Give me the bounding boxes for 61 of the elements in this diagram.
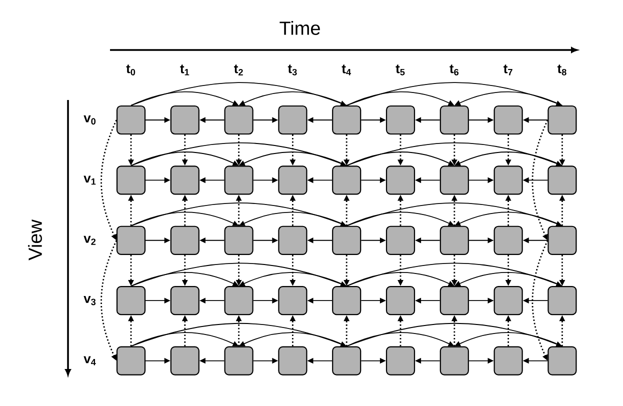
frame-box [278, 226, 308, 255]
frame-box [278, 166, 308, 195]
frame-box [278, 105, 308, 135]
time-label: t$_{7}$ [504, 64, 512, 76]
frame-box [440, 105, 469, 135]
frame-box [332, 226, 362, 255]
frame-box [170, 346, 200, 376]
frame-box [440, 226, 469, 255]
time-label: t$_{2}$ [234, 64, 243, 76]
frame-box [548, 286, 577, 316]
frame-box [332, 166, 362, 195]
frame-box [548, 166, 577, 195]
frame-box [278, 346, 308, 376]
frame-box [332, 346, 362, 376]
frame-box [224, 286, 254, 316]
frame-box [548, 226, 577, 255]
time-label: t$_{4}$ [342, 64, 351, 76]
frame-box [332, 286, 362, 316]
frame-box [224, 226, 254, 255]
frame-box [548, 346, 577, 376]
frame-box [332, 105, 362, 135]
time-label: t$_{0}$ [126, 64, 136, 76]
frame-box [170, 226, 200, 255]
view-label: v$_{0}$ [84, 115, 96, 125]
frame-box [548, 105, 577, 135]
frame-box [224, 105, 254, 135]
frame-box [116, 166, 146, 195]
view-label: v$_{2}$ [84, 236, 96, 245]
frame-box [494, 226, 523, 255]
frame-box [170, 105, 200, 135]
frame-box [116, 105, 146, 135]
frame-box [386, 226, 416, 255]
frame-box [494, 105, 523, 135]
frame-box [224, 346, 254, 376]
frame-box [440, 346, 469, 376]
frame-box [386, 166, 416, 195]
view-label: v$_{1}$ [84, 176, 96, 185]
frame-box [386, 346, 416, 376]
time-label: t$_{6}$ [450, 64, 459, 76]
frame-box [386, 105, 416, 135]
frame-box [116, 226, 146, 255]
time-label: t$_{3}$ [288, 64, 297, 76]
view-label: v$_{4}$ [84, 356, 96, 366]
frame-box [116, 286, 146, 316]
frame-box [494, 346, 523, 376]
frame-box [170, 286, 200, 316]
frame-box [440, 166, 469, 195]
axis-title: Time [280, 21, 320, 35]
view-label: v$_{3}$ [84, 296, 96, 306]
frame-box [440, 286, 469, 316]
frame-box [116, 346, 146, 376]
time-label: t$_{8}$ [557, 64, 566, 76]
time-label: t$_{1}$ [180, 64, 190, 76]
frame-box [386, 286, 416, 316]
frame-box [170, 166, 200, 195]
time-label: t$_{5}$ [396, 64, 405, 76]
frame-box [224, 166, 254, 195]
axis-title: View [28, 220, 42, 260]
frame-box [494, 166, 523, 195]
frame-box [278, 286, 308, 316]
frame-box [494, 286, 523, 316]
